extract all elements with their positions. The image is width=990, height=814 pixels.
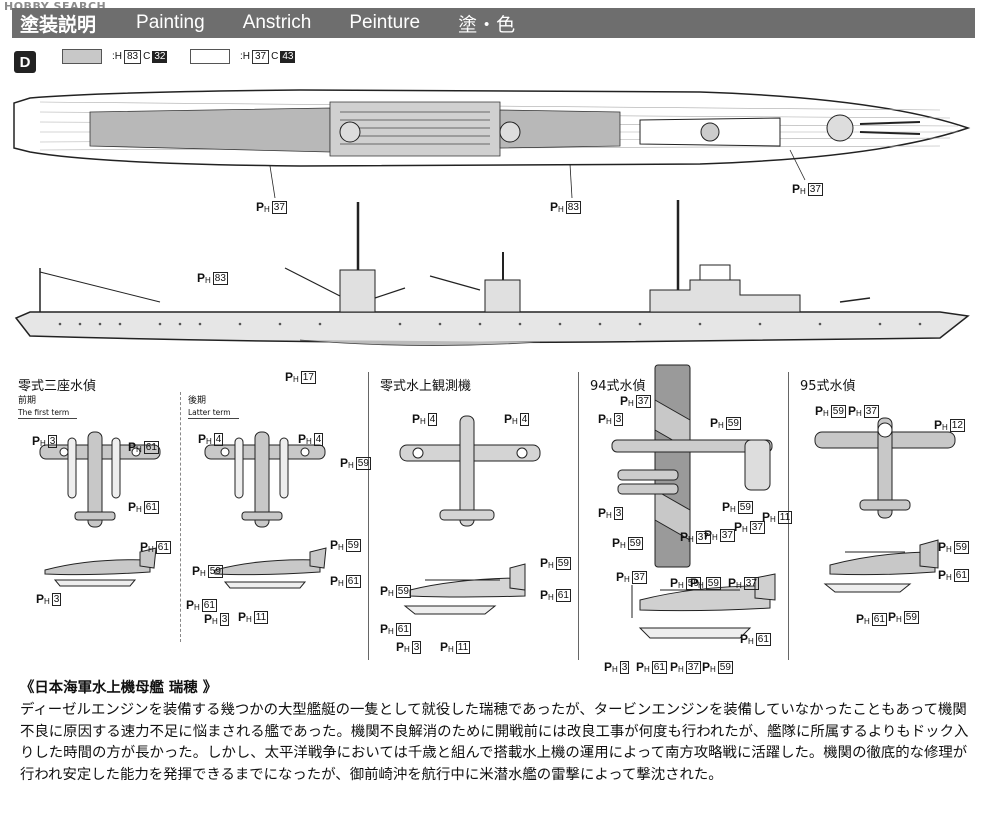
aircraft-type0-3seat-first-side	[44, 547, 157, 587]
aircraft-type0-3seat-latter-top	[204, 431, 326, 528]
header-title-en: Painting	[136, 12, 205, 33]
color-h-code: 37	[252, 49, 270, 64]
color-c-code: 43	[280, 50, 296, 63]
divider-1	[368, 372, 369, 660]
aircraft-type0-observation-side	[403, 563, 526, 615]
panel-title-type94: 94式水偵	[590, 379, 646, 394]
term-label-latter: 後期 Latter term	[188, 396, 239, 419]
divider-dashed	[180, 392, 181, 642]
divider-2	[578, 372, 579, 660]
aircraft-type94-side	[631, 573, 776, 639]
ship-drawings	[13, 89, 971, 346]
header-title-ja2: 塗・色	[458, 14, 516, 36]
aircraft-type94-top	[611, 364, 773, 568]
page-header: 塗装説明 Painting Anstrich Peinture 塗・色	[12, 8, 975, 38]
aircraft-drawings	[39, 364, 956, 639]
section-badge: D	[14, 51, 36, 73]
divider-3	[788, 372, 789, 660]
description: 《日本海軍水上機母艦 瑞穂 》 ディーゼルエンジンを装備する幾つかの大型艦艇の一…	[20, 678, 975, 787]
color-h-code: 83	[124, 49, 142, 64]
ship-top-view	[13, 89, 971, 199]
term-label-first: 前期 The first term	[18, 396, 78, 419]
color-swatch-white	[190, 49, 230, 64]
description-title: 《日本海軍水上機母艦 瑞穂 》	[20, 680, 218, 696]
aircraft-type0-observation-top	[399, 415, 541, 527]
aircraft-type0-3seat-latter-side	[214, 547, 327, 589]
aircraft-type95-top	[814, 417, 956, 519]
panel-title-type0-3seat: 零式三座水偵	[18, 379, 97, 394]
aircraft-type95-side	[823, 539, 939, 593]
aircraft-type0-3seat-first-top	[39, 431, 161, 528]
color-swatch-gray	[62, 49, 102, 64]
ship-side-view	[14, 200, 970, 346]
panel-title-type0-observation: 零式水上観測機	[380, 379, 472, 394]
header-title-de: Anstrich	[242, 12, 312, 33]
header-title-fr: Peinture	[349, 12, 421, 33]
header-title-ja: 塗装説明	[20, 14, 97, 36]
description-body: ディーゼルエンジンを装備する幾つかの大型艦艇の一隻として就役した瑞穂であったが、…	[20, 701, 969, 784]
color-c-code: 32	[152, 50, 168, 63]
panel-title-type95: 95式水偵	[800, 379, 856, 394]
